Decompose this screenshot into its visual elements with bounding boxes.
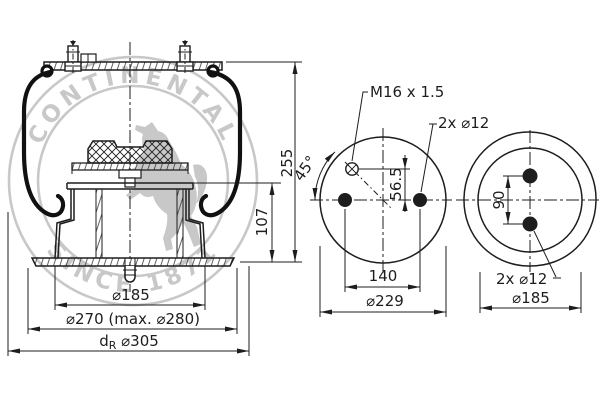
dim-piston-height: 107 [253,208,271,237]
dim-plate-diameter: ⌀270 (max. ⌀280) [66,310,200,328]
holes-leader-line [420,123,437,193]
mounting-stud-right [176,40,194,75]
label-bolt-holes-bottom-view: 2x ⌀12 [496,270,547,288]
bottom-view: 90 2x ⌀12 ⌀185 [456,130,599,313]
side-view: 255 107 ⌀185 ⌀270 (max. ⌀280) dR ⌀305 [7,40,302,356]
dim-hole-spacing-top-view: 140 [369,267,398,285]
label-air-fitting-thread: M16 x 1.5 [370,83,444,101]
fitting-diagonal-centerline [344,161,392,209]
bolt-hole-right [413,193,427,207]
fitting-leader-line [351,91,368,162]
bolt-hole-bottom [522,216,538,232]
dim-fitting-offset: 56.5 [387,167,405,200]
piston-inner-wall-left [95,188,103,259]
side-view-dimensions: 255 107 ⌀185 ⌀270 (max. ⌀280) dR ⌀305 [7,61,302,356]
rubber-bumper [87,140,173,164]
angle-arc [312,151,336,201]
rubber-bellows [21,69,243,218]
bottom-plate [30,257,236,267]
bellows-outer-outline [463,131,597,267]
top-view: M16 x 1.5 2x ⌀12 45° 56.5 140 ⌀229 [290,83,489,317]
dim-piston-bottom-diameter: ⌀185 [512,289,550,307]
dim-top-plate-diameter: ⌀229 [366,292,404,310]
dim-hole-spacing-bottom-view: 90 [490,190,508,209]
bumper-plate [71,162,189,174]
dim-total-height: 255 [278,149,296,178]
holes-leader-line-bottom [533,230,561,279]
bottom-stud [123,258,137,283]
air-fitting-symbol [345,162,359,176]
mounting-stud-left [64,40,82,75]
bolt-hole-top [522,168,538,184]
piston-inner-wall-right [176,188,184,259]
dim-rolling-diameter: dR ⌀305 [99,332,159,352]
dim-piston-diameter: ⌀185 [112,286,150,304]
label-bolt-holes-top-view: 2x ⌀12 [438,114,489,132]
bolt-hole-left [338,193,352,207]
